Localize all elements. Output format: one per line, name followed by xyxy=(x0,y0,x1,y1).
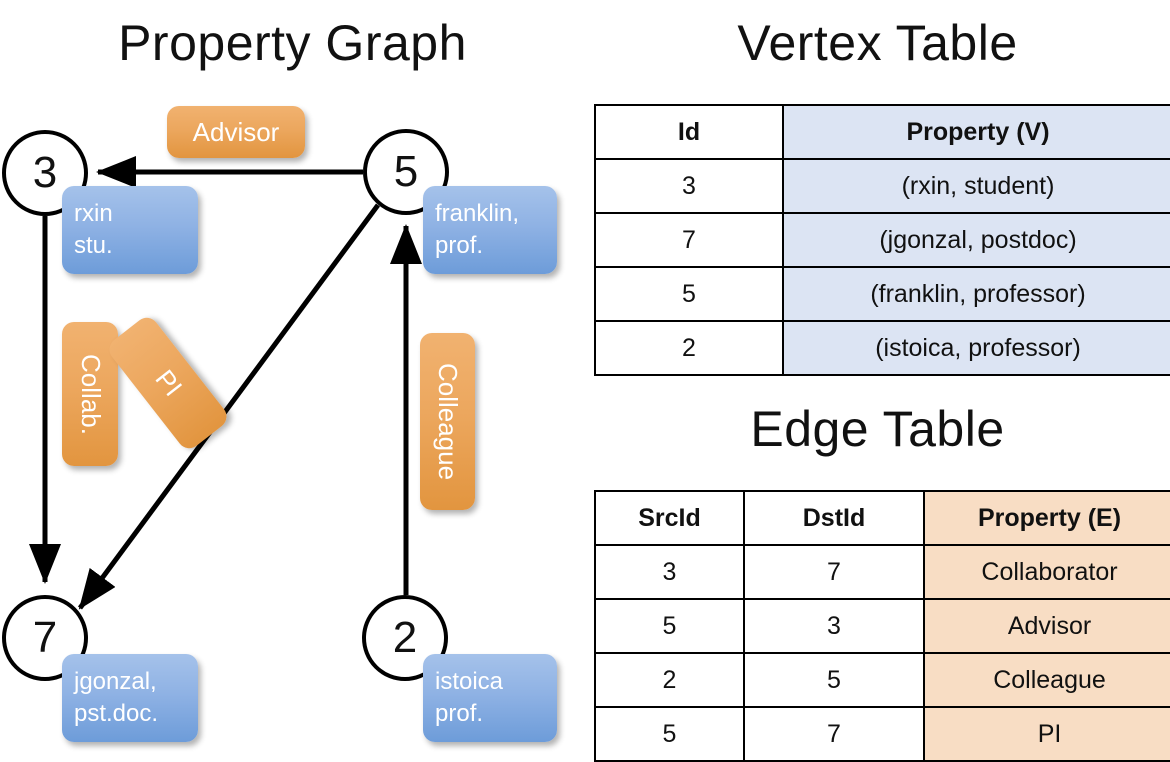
graph-node-7-id: 7 xyxy=(32,613,58,662)
vertex-cell-property: (rxin, student) xyxy=(782,158,1170,214)
node-property-jgonzal-line-2: pst.doc. xyxy=(74,700,159,727)
edge-cell-property: Advisor xyxy=(923,598,1170,654)
node-property-istoica-line-2: prof. xyxy=(435,700,484,727)
vertex-table-row[interactable]: 7 (jgonzal, postdoc) xyxy=(594,212,1170,268)
page-title-property-graph: Property Graph xyxy=(118,15,467,71)
edge-label-box-colleague[interactable]: Colleague xyxy=(420,333,475,510)
graph-node-5[interactable]: 5 xyxy=(363,129,449,215)
node-property-box-rxin-text: rxin stu. xyxy=(62,186,198,274)
graph-node-2[interactable]: 2 xyxy=(362,595,448,681)
edge-table-header-dstid: DstId xyxy=(743,490,925,546)
graph-node-5-id: 5 xyxy=(393,147,419,196)
node-property-rxin-line-2: stu. xyxy=(74,232,113,259)
vertex-table-header-property: Property (V) xyxy=(782,104,1170,160)
vertex-table-row[interactable]: 5 (franklin, professor) xyxy=(594,266,1170,322)
vertex-cell-property: (istoica, professor) xyxy=(782,320,1170,376)
node-property-box-istoica-text: istoica prof. xyxy=(423,654,557,742)
edge-cell-srcid: 5 xyxy=(594,706,745,762)
page-title-vertex-table: Vertex Table xyxy=(737,15,1018,71)
vertex-table-row[interactable]: 2 (istoica, professor) xyxy=(594,320,1170,376)
vertex-table-header-id: Id xyxy=(594,104,784,160)
vertex-table-header-row: Id Property (V) xyxy=(594,104,1170,160)
node-property-franklin-line-2: prof. xyxy=(435,232,484,259)
node-property-franklin-line-1: franklin, xyxy=(435,199,520,227)
edge-label-box-advisor[interactable]: Advisor xyxy=(167,106,305,158)
vertex-table-row[interactable]: 3 (rxin, student) xyxy=(594,158,1170,214)
edge-table: SrcId DstId Property (E) 3 7 Collaborato… xyxy=(594,490,1170,762)
vertex-cell-id: 3 xyxy=(594,158,784,214)
vertex-cell-id: 5 xyxy=(594,266,784,322)
graph-edges-svg xyxy=(29,156,422,610)
edge-5-to-7-pi xyxy=(77,203,381,610)
node-property-jgonzal-line-1: jgonzal, xyxy=(74,667,157,695)
edge-cell-dstid: 7 xyxy=(743,706,925,762)
edge-cell-property: PI xyxy=(923,706,1170,762)
node-property-box-rxin[interactable]: rxin stu. xyxy=(62,186,198,274)
vertex-table: Id Property (V) 3 (rxin, student) 7 (jgo… xyxy=(594,104,1170,376)
edge-table-header-row: SrcId DstId Property (E) xyxy=(594,490,1170,546)
edge-table-header-property: Property (E) xyxy=(923,490,1170,546)
edge-cell-srcid: 3 xyxy=(594,544,745,600)
edge-label-colleague-text: Colleague xyxy=(420,333,475,510)
node-property-box-istoica[interactable]: istoica prof. xyxy=(423,654,557,742)
node-property-istoica-line-1: istoica xyxy=(435,667,504,695)
graph-node-3-id: 3 xyxy=(32,148,58,197)
edge-cell-dstid: 3 xyxy=(743,598,925,654)
vertex-cell-property: (franklin, professor) xyxy=(782,266,1170,322)
edge-table-row[interactable]: 3 7 Collaborator xyxy=(594,544,1170,600)
property-graph-diagram: 3 5 7 2 rxin stu. franklin, prof. jgonza… xyxy=(0,0,585,760)
edge-cell-srcid: 2 xyxy=(594,652,745,708)
node-property-box-franklin-text: franklin, prof. xyxy=(423,186,557,274)
node-property-box-franklin[interactable]: franklin, prof. xyxy=(423,186,557,274)
edge-cell-dstid: 5 xyxy=(743,652,925,708)
vertex-cell-property: (jgonzal, postdoc) xyxy=(782,212,1170,268)
edge-cell-dstid: 7 xyxy=(743,544,925,600)
edge-label-advisor: Advisor xyxy=(192,116,280,147)
vertex-cell-id: 2 xyxy=(594,320,784,376)
edge-table-row[interactable]: 2 5 Colleague xyxy=(594,652,1170,708)
edge-label-collab: Collab. xyxy=(75,353,106,435)
edge-table-header-srcid: SrcId xyxy=(594,490,745,546)
edge-label-advisor-text: Advisor xyxy=(167,106,305,158)
edge-label-colleague: Colleague xyxy=(433,362,463,481)
edge-table-row[interactable]: 5 7 PI xyxy=(594,706,1170,762)
edge-label-pi: PI xyxy=(149,363,188,402)
edge-table-row[interactable]: 5 3 Advisor xyxy=(594,598,1170,654)
vertex-cell-id: 7 xyxy=(594,212,784,268)
edge-cell-srcid: 5 xyxy=(594,598,745,654)
edge-cell-property: Collaborator xyxy=(923,544,1170,600)
edge-cell-property: Colleague xyxy=(923,652,1170,708)
node-property-rxin-line-1: rxin xyxy=(74,199,113,227)
graph-node-2-id: 2 xyxy=(392,613,418,662)
page-title-edge-table: Edge Table xyxy=(750,401,1005,457)
node-property-box-jgonzal[interactable]: jgonzal, pst.doc. xyxy=(62,654,198,742)
node-property-box-jgonzal-text: jgonzal, pst.doc. xyxy=(62,654,198,742)
